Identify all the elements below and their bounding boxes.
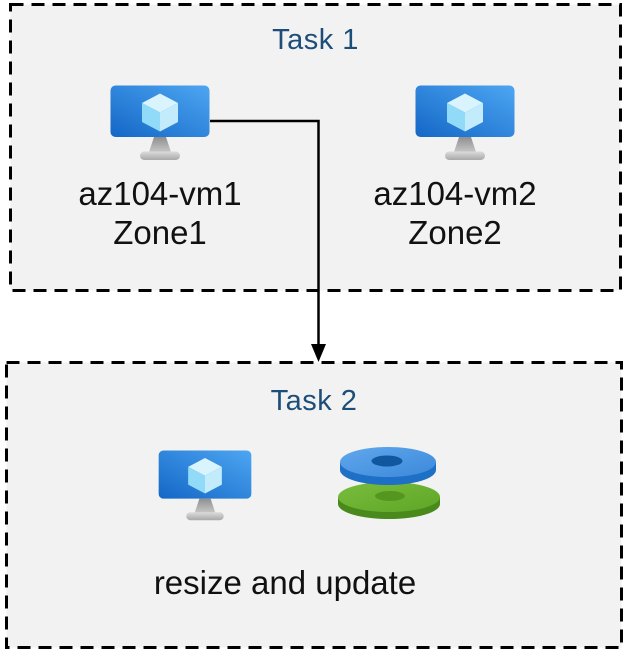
vm1-label: az104-vm1 Zone1 <box>60 174 260 252</box>
task1-title: Task 1 <box>272 24 359 56</box>
virtual-machine-icon <box>110 85 210 160</box>
arrow-line <box>210 119 320 345</box>
vm2-zone: Zone2 <box>408 214 502 251</box>
arrow-head-icon <box>311 344 326 362</box>
vm1-zone: Zone1 <box>113 214 207 251</box>
task2-title: Task 2 <box>270 385 358 417</box>
vm1-name: az104-vm1 <box>78 175 242 212</box>
vm2-label: az104-vm2 Zone2 <box>355 174 555 252</box>
task2-caption: resize and update <box>153 564 417 601</box>
vm2-name: az104-vm2 <box>373 175 537 212</box>
virtual-machine-icon <box>415 85 515 160</box>
managed-disks-icon <box>338 447 440 519</box>
task2-box <box>5 361 623 649</box>
virtual-machine-icon <box>158 450 252 521</box>
task1-box <box>9 3 622 292</box>
